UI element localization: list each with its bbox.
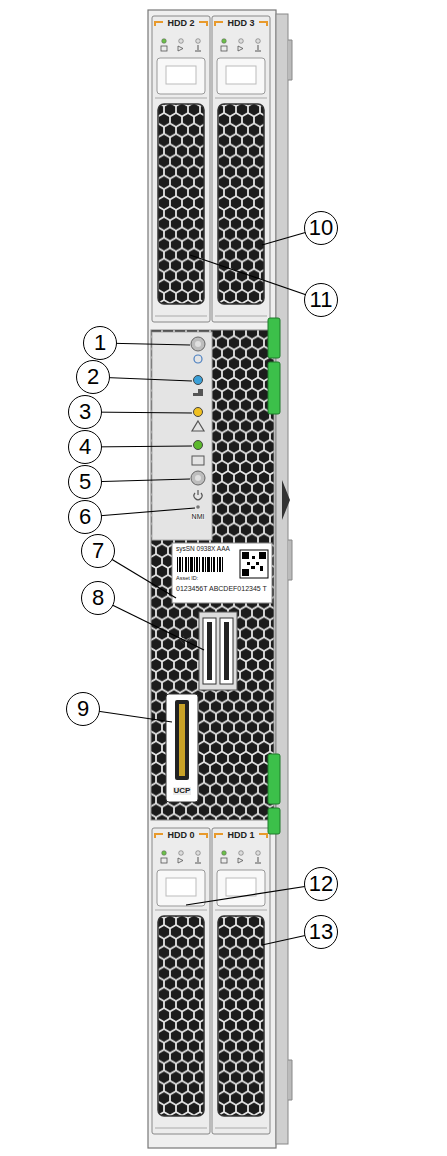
callout-circle: 1: [83, 326, 117, 360]
callout-circle: 7: [81, 534, 115, 568]
panel-label: HDD 0: [166, 831, 195, 840]
callout-number: 2: [87, 366, 99, 388]
callout-number: 6: [79, 506, 91, 528]
callout-number: 12: [309, 873, 333, 895]
callout-number: 3: [79, 401, 91, 423]
callout-circle: 13: [304, 915, 338, 949]
callout-number: 1: [94, 332, 106, 354]
panel-label: NMI: [191, 513, 206, 520]
callout-number: 13: [309, 921, 333, 943]
callout-circle: 12: [304, 867, 338, 901]
callout-circle: 4: [68, 430, 102, 464]
callout-circle: 9: [66, 692, 100, 726]
callout-circle: 8: [81, 581, 115, 615]
callout-number: 9: [77, 698, 89, 720]
callout-number: 10: [309, 217, 333, 239]
callout-circle: 6: [68, 500, 102, 534]
callout-number: 5: [79, 471, 91, 493]
panel-label: Asset ID:: [176, 576, 198, 582]
panel-label: HDD 1: [226, 831, 255, 840]
callout-circle: 2: [76, 360, 110, 394]
panel-label: 0123456T ABCDEF012345 T: [176, 585, 267, 592]
panel-label: UCP: [173, 787, 192, 795]
callout-number: 4: [79, 436, 91, 458]
callout-number: 7: [92, 540, 104, 562]
panel-label: sysSN 0938X AAA: [176, 546, 230, 553]
callout-circle: 11: [304, 283, 338, 317]
panel-label: HDD 2: [166, 19, 195, 28]
callout-circle: 5: [68, 465, 102, 499]
callout-circle: 10: [304, 211, 338, 245]
callout-number: 11: [310, 289, 333, 311]
callout-circle: 3: [68, 395, 102, 429]
panel-label: HDD 3: [226, 19, 255, 28]
callout-number: 8: [92, 587, 104, 609]
